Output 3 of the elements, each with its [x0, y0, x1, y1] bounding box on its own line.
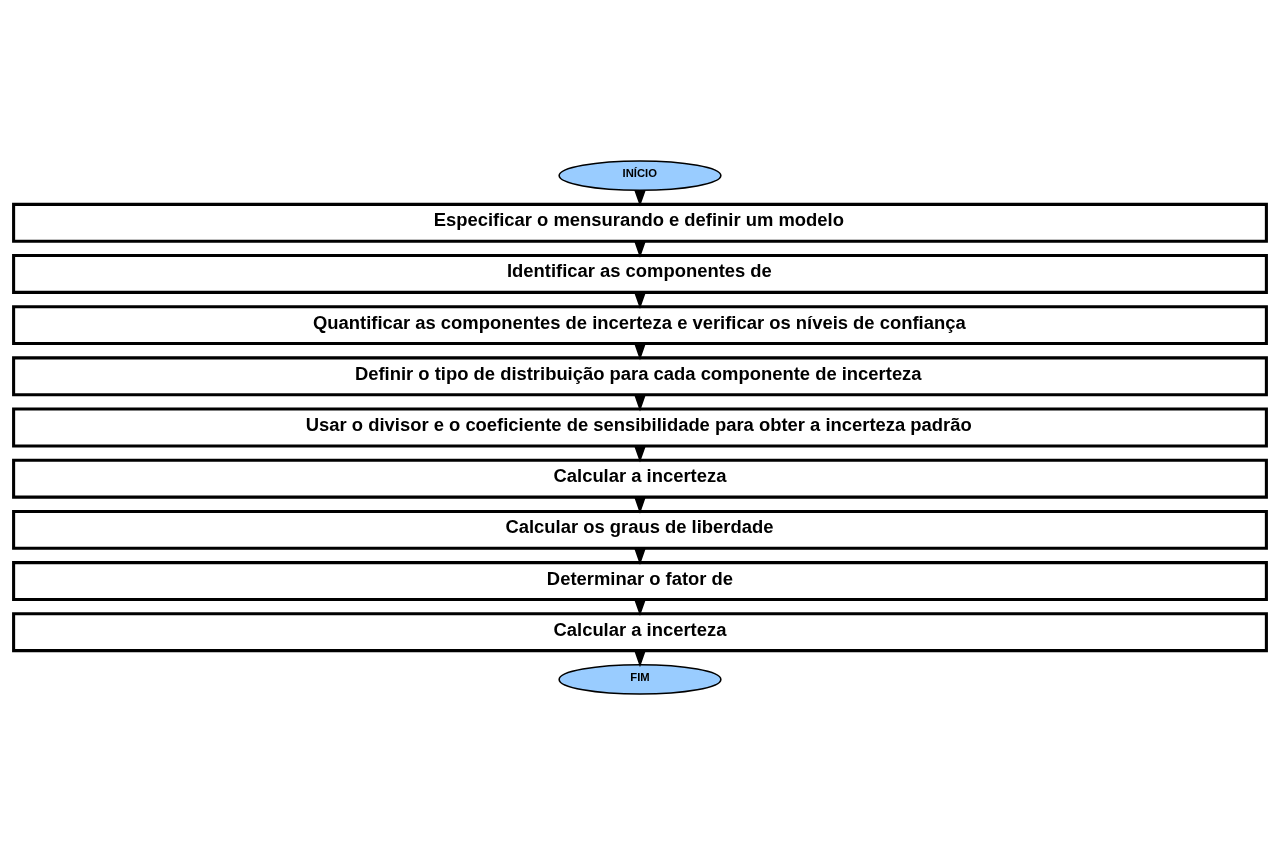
arrow — [633, 548, 646, 565]
arrow — [633, 292, 646, 310]
node-ellipse: FIM — [557, 664, 722, 695]
